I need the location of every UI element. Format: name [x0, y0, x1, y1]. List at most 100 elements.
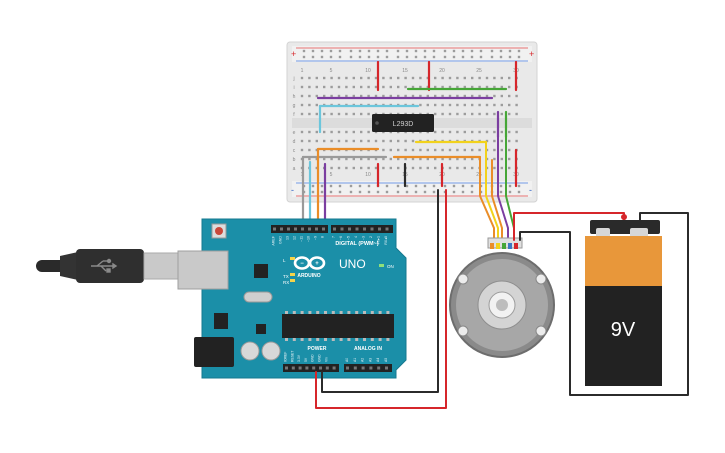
digital-pin-label: RX◂0	[384, 236, 388, 245]
chip-pin	[355, 338, 359, 341]
breadboard-hole	[397, 157, 400, 161]
breadboard-hole	[508, 112, 511, 116]
digital-pin-label: ~6	[339, 236, 343, 240]
rx-led-label: RX	[283, 280, 289, 285]
chip-pin	[347, 311, 351, 314]
row-letter: j	[292, 76, 294, 82]
breadboard-hole	[300, 85, 304, 89]
col-number: 10	[365, 68, 371, 74]
breadboard-hole	[456, 148, 459, 152]
digital-pin-label: 12	[293, 236, 297, 240]
analog-header[interactable]	[344, 364, 392, 372]
battery-terminal-minus	[630, 228, 648, 238]
breadboard-hole	[508, 76, 511, 80]
breadboard-hole	[382, 94, 385, 98]
breadboard-hole	[352, 139, 355, 143]
breadboard-rail-holes	[302, 49, 521, 194]
col-number: 20	[439, 68, 445, 74]
breadboard-hole	[382, 85, 385, 89]
breadboard-hole	[448, 94, 452, 98]
rail-hole	[432, 190, 436, 194]
power-header[interactable]	[283, 364, 339, 372]
breadboard-hole	[411, 166, 415, 170]
breadboard-hole	[315, 148, 318, 152]
rail-minus-label-right: -	[529, 185, 532, 195]
breadboard-hole	[315, 112, 318, 116]
rail-plus-label-right: +	[529, 49, 534, 59]
breadboard-hole	[308, 76, 311, 80]
breadboard-hole	[500, 148, 503, 152]
rail-hole	[358, 184, 362, 188]
header-hole	[385, 227, 389, 231]
breadboard-hole	[426, 157, 429, 161]
breadboard-hole	[345, 85, 348, 89]
rail-hole	[320, 55, 324, 59]
breadboard-hole	[478, 112, 481, 116]
dc-motor[interactable]	[449, 237, 555, 358]
breadboard-hole	[367, 157, 370, 161]
rail-hole	[508, 184, 512, 188]
breadboard-hole	[300, 139, 304, 143]
l-led	[290, 257, 295, 260]
rail-hole	[517, 49, 521, 53]
rail-hole	[499, 190, 503, 194]
breadboard-hole	[308, 130, 311, 134]
breadboard-hole	[441, 130, 444, 134]
digital-header-left[interactable]	[271, 225, 328, 233]
breadboard-hole	[500, 157, 503, 161]
l293d-chip[interactable]: L293D	[372, 114, 434, 132]
breadboard-hole	[337, 166, 341, 170]
header-hole	[333, 227, 336, 231]
breadboard-hole	[300, 103, 304, 107]
rail-hole	[358, 49, 362, 53]
breadboard-hole	[434, 112, 437, 116]
chip-pin	[300, 311, 304, 314]
rail-minus-label: -	[291, 185, 294, 195]
digital-header-right[interactable]	[331, 225, 393, 233]
breadboard-hole	[441, 112, 444, 116]
breadboard-hole	[315, 166, 318, 170]
breadboard-hole	[389, 148, 392, 152]
header-hole	[377, 366, 381, 370]
rail-hole	[311, 49, 315, 53]
breadboard-hole	[500, 94, 503, 98]
breadboard-hole	[448, 157, 452, 161]
breadboard-hole	[367, 76, 370, 80]
breadboard-hole	[485, 94, 489, 98]
rail-hole	[320, 184, 324, 188]
header-hole	[361, 366, 365, 370]
board-pcb	[201, 218, 407, 379]
breadboard-hole	[434, 103, 437, 107]
rail-hole	[470, 49, 474, 53]
breadboard-hole	[323, 139, 326, 143]
header-hole	[273, 227, 276, 231]
rail-hole	[396, 190, 400, 194]
breadboard-hole	[419, 157, 422, 161]
mount-screw	[457, 273, 469, 285]
chip-pin	[363, 311, 366, 314]
breadboard-hole	[367, 85, 370, 89]
breadboard-hole	[471, 103, 474, 107]
breadboard-hole	[515, 130, 518, 134]
breadboard-hole	[374, 85, 378, 89]
breadboard-hole	[308, 103, 311, 107]
breadboard-hole	[330, 85, 333, 89]
chip-pin	[285, 338, 288, 341]
breadboard-hole	[367, 166, 370, 170]
rail-hole	[405, 190, 409, 194]
chip-pin	[331, 338, 335, 341]
breadboard-hole	[485, 130, 489, 134]
breadboard-hole	[500, 166, 503, 170]
breadboard-hole	[367, 130, 370, 134]
breadboard-hole	[404, 85, 407, 89]
chip-pin	[331, 311, 335, 314]
header-hole	[298, 366, 302, 370]
breadboard-hole	[500, 85, 503, 89]
header-hole	[312, 366, 316, 370]
breadboard-hole	[463, 103, 466, 107]
breadboard-hole	[493, 94, 496, 98]
breadboard-hole	[448, 85, 452, 89]
digital-pin-label: 2	[369, 236, 373, 238]
battery-9v[interactable]: 9V	[585, 214, 662, 386]
